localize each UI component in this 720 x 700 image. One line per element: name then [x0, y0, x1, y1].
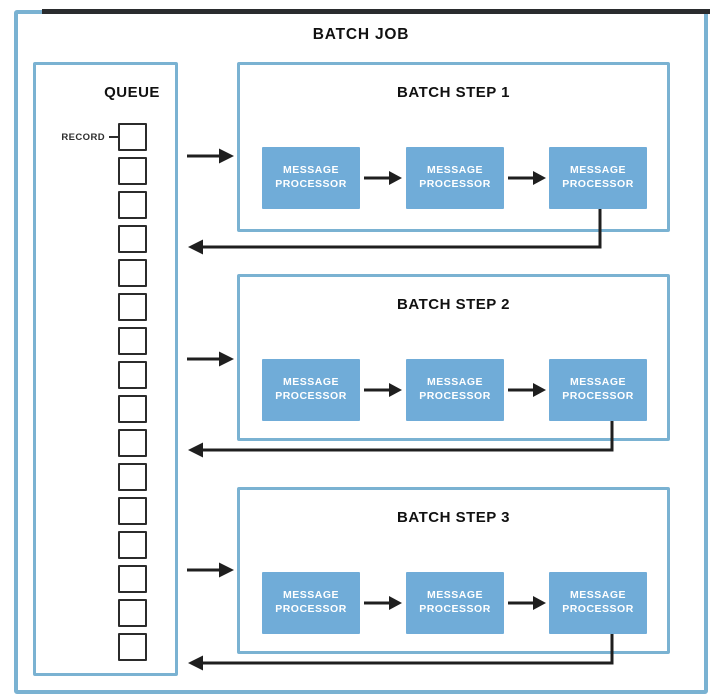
record-square: [118, 327, 147, 355]
message-processor: MESSAGE PROCESSOR: [549, 359, 647, 421]
record-square: [118, 123, 147, 151]
batch-step-1-title: BATCH STEP 1: [397, 84, 510, 101]
message-processor-label: MESSAGE: [426, 376, 483, 389]
message-processor: MESSAGE PROCESSOR: [262, 572, 360, 634]
record-square: [118, 191, 147, 219]
record-label-text: RECORD: [61, 131, 105, 143]
message-processor: MESSAGE PROCESSOR: [262, 147, 360, 209]
record-square: [118, 395, 147, 423]
batch-step-1-container: BATCH STEP 1 MESSAGE PROCESSOR MESSAGE P…: [237, 62, 670, 232]
record-square: [118, 531, 147, 559]
record-square: [118, 157, 147, 185]
message-processor-label: PROCESSOR: [419, 390, 491, 402]
batch-step-3-container: BATCH STEP 3 MESSAGE PROCESSOR MESSAGE P…: [237, 487, 670, 654]
record-square: [118, 633, 147, 661]
message-processor: MESSAGE PROCESSOR: [406, 359, 504, 421]
record-square: [118, 565, 147, 593]
batch-step-2-container: BATCH STEP 2 MESSAGE PROCESSOR MESSAGE P…: [237, 274, 670, 441]
record-square: [118, 463, 147, 491]
record-square: [118, 361, 147, 389]
batch-step-3-title: BATCH STEP 3: [397, 509, 510, 526]
queue-container: [33, 62, 178, 676]
message-processor: MESSAGE PROCESSOR: [549, 572, 647, 634]
message-processor: MESSAGE PROCESSOR: [406, 147, 504, 209]
record-pointer-dash: [109, 136, 118, 138]
message-processor-label: MESSAGE: [282, 376, 339, 389]
batch-job-title: BATCH JOB: [312, 26, 410, 43]
record-square: [118, 293, 147, 321]
message-processor-label: MESSAGE: [282, 589, 339, 602]
message-processor-label: MESSAGE: [569, 164, 626, 177]
message-processor-label: MESSAGE: [426, 589, 483, 602]
record-square: [118, 497, 147, 525]
message-processor-label: PROCESSOR: [562, 603, 634, 615]
record-label: RECORD: [46, 129, 118, 145]
record-list: [118, 123, 147, 661]
message-processor-label: PROCESSOR: [275, 603, 347, 615]
message-processor-label: MESSAGE: [569, 376, 626, 389]
batch-step-2-title: BATCH STEP 2: [397, 296, 510, 313]
message-processor: MESSAGE PROCESSOR: [406, 572, 504, 634]
message-processor-label: PROCESSOR: [275, 178, 347, 190]
message-processor-label: MESSAGE: [426, 164, 483, 177]
message-processor-label: PROCESSOR: [562, 390, 634, 402]
record-square: [118, 259, 147, 287]
message-processor-label: PROCESSOR: [419, 178, 491, 190]
record-square: [118, 429, 147, 457]
message-processor-label: MESSAGE: [569, 589, 626, 602]
record-square: [118, 599, 147, 627]
message-processor: MESSAGE PROCESSOR: [549, 147, 647, 209]
queue-title: QUEUE: [104, 84, 160, 101]
message-processor-label: MESSAGE: [282, 164, 339, 177]
top-edge-dark-line: [42, 9, 710, 14]
message-processor-label: PROCESSOR: [419, 603, 491, 615]
message-processor: MESSAGE PROCESSOR: [262, 359, 360, 421]
message-processor-label: PROCESSOR: [562, 178, 634, 190]
message-processor-label: PROCESSOR: [275, 390, 347, 402]
record-square: [118, 225, 147, 253]
